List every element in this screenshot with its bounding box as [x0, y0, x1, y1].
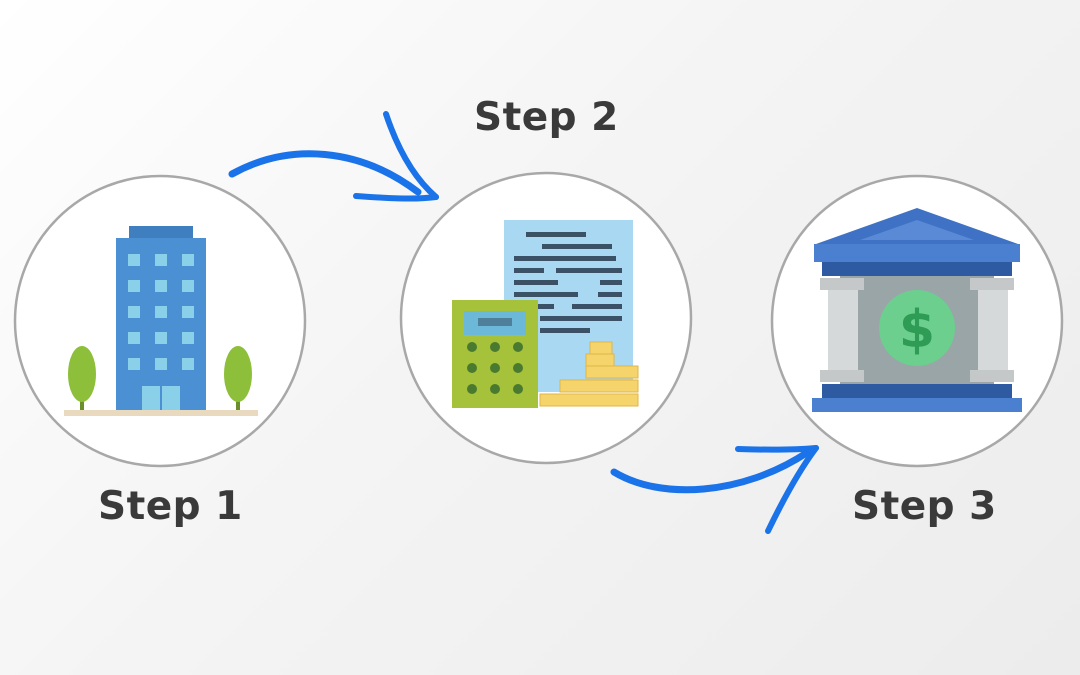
step-1-label: Step 1: [98, 484, 243, 529]
step-2-label: Step 2: [474, 95, 619, 140]
bank-dollar-icon: $: [812, 208, 1022, 412]
arrow-step1-to-step2: [228, 111, 439, 202]
arrow-step2-to-step3: [610, 445, 819, 534]
step-3-label: Step 3: [852, 484, 997, 529]
calculator-documents-coins-icon: [452, 220, 639, 408]
svg-text:$: $: [899, 300, 935, 360]
office-building-icon: [64, 226, 258, 416]
